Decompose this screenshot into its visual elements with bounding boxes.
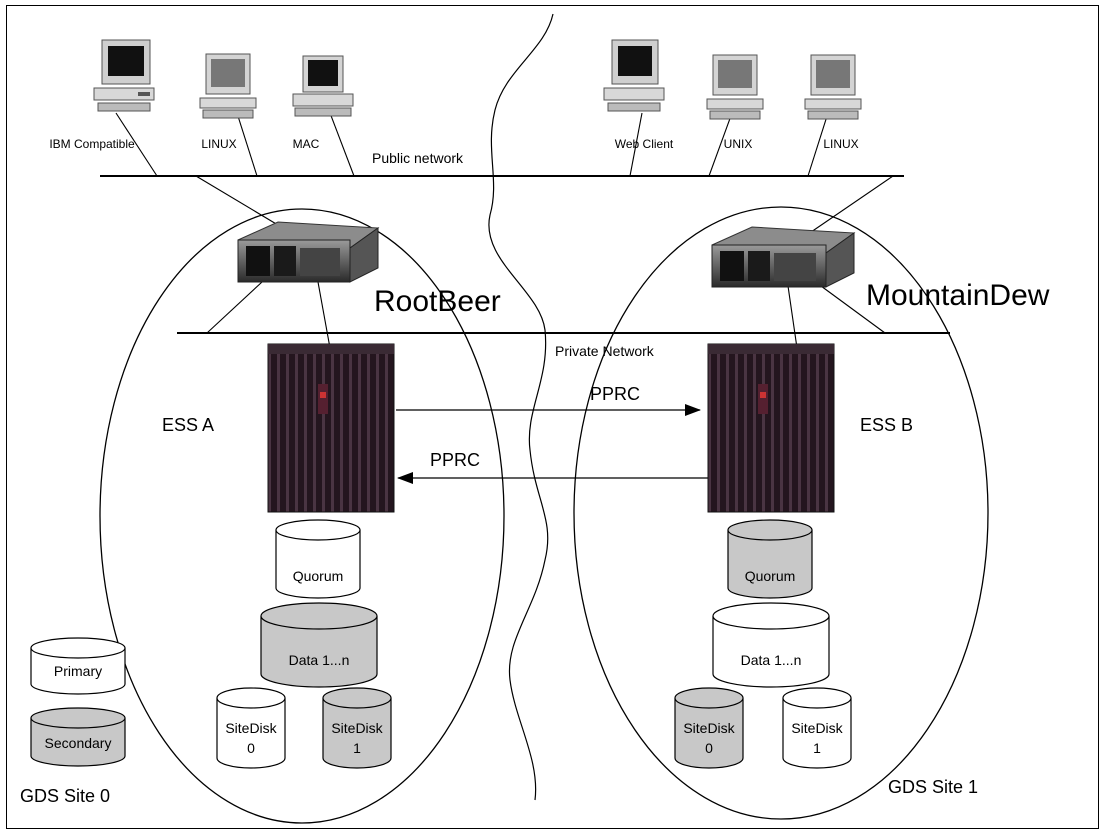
site0-boundary <box>99 208 505 824</box>
client-label-unix: UNIX <box>723 137 753 151</box>
disk-label-data-site0: Data 1...n <box>288 652 350 668</box>
server-mountaindew-icon <box>711 226 856 288</box>
client-label-mac: MAC <box>292 137 320 151</box>
disk-sitedisk0-site0 <box>216 687 286 769</box>
disk-label-quorum-site0: Quorum <box>292 568 344 584</box>
pprc-label-to-b: PPRC <box>590 384 641 404</box>
disk-label-sitedisk0-site0-line2: 0 <box>247 740 255 756</box>
client-label-linux-site1: LINUX <box>823 137 859 151</box>
ess-a-label: ESS A <box>162 415 215 435</box>
private-network-label: Private Network <box>555 343 654 359</box>
legend-primary-disk <box>30 637 126 695</box>
disk-sitedisk1-site1 <box>782 687 852 769</box>
legend-primary-label: Primary <box>53 663 103 679</box>
legend-secondary-label: Secondary <box>44 735 112 751</box>
server-label-mountaindew: MountainDew <box>866 279 1050 312</box>
client-label-ibm-compatible: IBM Compatible <box>49 137 135 151</box>
site1-label: GDS Site 1 <box>888 777 979 797</box>
desktop-icon <box>706 54 764 120</box>
mac-computer-icon <box>292 55 354 117</box>
legend-secondary-disk <box>30 707 126 767</box>
disk-quorum-site1 <box>727 519 813 599</box>
site1-boundary <box>573 206 989 820</box>
site-separator-line <box>488 13 554 801</box>
disk-data-site0 <box>260 602 378 688</box>
disk-label-sitedisk1-site1-line2: 1 <box>813 740 821 756</box>
disk-sitedisk1-site0 <box>322 687 392 769</box>
disk-quorum-site0 <box>275 519 361 599</box>
pprc-label-to-a: PPRC <box>430 450 481 470</box>
disk-sitedisk0-site1 <box>674 687 744 769</box>
client-label-linux-site0: LINUX <box>201 137 237 151</box>
public-network-label: Public network <box>372 150 464 166</box>
ess-b-label: ESS B <box>860 415 914 435</box>
disk-label-sitedisk1-site1-line1: SiteDisk <box>791 720 843 736</box>
diagram-frame <box>6 5 1099 829</box>
ess-a-storage-icon <box>267 343 395 513</box>
desktop-icon <box>199 53 257 119</box>
desktop-icon <box>93 39 155 112</box>
server-rootbeer-icon <box>237 221 380 283</box>
disk-data-site1 <box>712 602 830 688</box>
desktop-icon <box>603 39 665 112</box>
client-label-web-client: Web Client <box>614 137 674 151</box>
disk-label-sitedisk1-site0-line1: SiteDisk <box>331 720 383 736</box>
disk-label-data-site1: Data 1...n <box>740 652 802 668</box>
disk-label-sitedisk0-site0-line1: SiteDisk <box>225 720 277 736</box>
disk-label-sitedisk0-site1-line1: SiteDisk <box>683 720 735 736</box>
server-label-rootbeer: RootBeer <box>374 285 501 318</box>
disk-label-quorum-site1: Quorum <box>744 568 796 584</box>
desktop-icon <box>804 54 862 120</box>
disk-label-sitedisk1-site0-line2: 1 <box>353 740 361 756</box>
ess-b-storage-icon <box>707 343 835 513</box>
site0-label: GDS Site 0 <box>20 786 111 806</box>
disk-label-sitedisk0-site1-line2: 0 <box>705 740 713 756</box>
